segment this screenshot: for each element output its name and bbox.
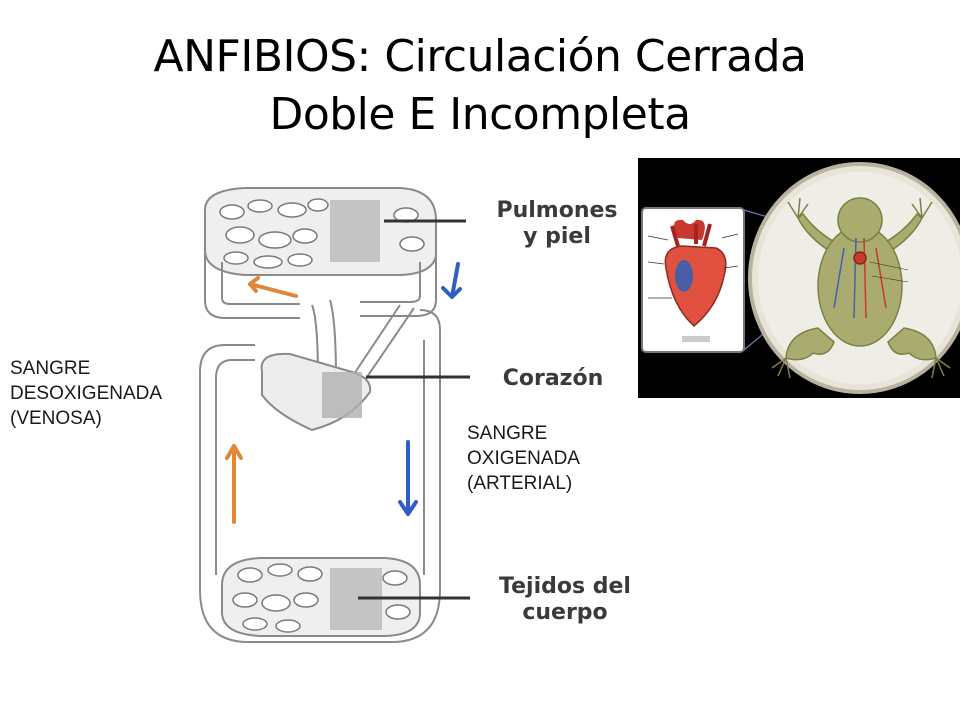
venous-arrows	[225, 276, 298, 524]
lungs-label-line-1: Pulmones	[496, 198, 618, 223]
arterial-label-line-1: SANGRE	[467, 423, 548, 444]
venous-arrow-top	[248, 276, 298, 298]
arterial-arrows	[398, 262, 462, 516]
venous-label-line-3: (VENOSA)	[10, 408, 102, 429]
lung-return-vessel	[204, 245, 300, 319]
arterial-label-line-2: OXIGENADA	[467, 448, 580, 469]
title-line-1: ANFIBIOS: Circulación Cerrada	[153, 31, 807, 82]
heart-inset-drawing	[647, 219, 739, 342]
heart-ventricle-shade	[322, 372, 362, 418]
venous-blood-label: SANGRE DESOXIGENADA (VENOSA)	[10, 356, 162, 431]
arterial-arrow-side	[398, 440, 418, 516]
lung-oxygenated-half	[330, 200, 380, 262]
tissues-label-line-1: Tejidos del	[499, 574, 631, 599]
arterial-arrow-top	[441, 262, 462, 299]
heart-label: Corazón	[502, 366, 604, 391]
lungs-label: Pulmones y piel	[472, 198, 642, 250]
page-title: ANFIBIOS: Circulación Cerrada Doble E In…	[0, 28, 960, 144]
systemic-loop-outer	[199, 309, 441, 643]
title-line-2: Doble E Incompleta	[269, 89, 691, 140]
frog-vessels	[833, 237, 887, 319]
venous-label-line-1: SANGRE	[10, 358, 91, 379]
tissues-label: Tejidos del cuerpo	[470, 574, 660, 626]
lung-capillary-texture	[219, 198, 425, 269]
arterial-label-line-3: (ARTERIAL)	[467, 473, 573, 494]
lungs-label-line-2: y piel	[523, 224, 591, 249]
frog-illustration	[638, 158, 960, 398]
arterial-blood-label: SANGRE OXIGENADA (ARTERIAL)	[467, 421, 580, 496]
frog-body	[771, 197, 951, 379]
frog-illustration-svg	[641, 162, 960, 394]
venous-label-line-2: DESOXIGENADA	[10, 383, 163, 404]
systemic-loop-inner	[215, 340, 425, 575]
tissue-capillary-texture	[232, 563, 411, 633]
venous-arrow-side	[225, 444, 243, 524]
tissues-label-line-2: cuerpo	[522, 600, 608, 625]
